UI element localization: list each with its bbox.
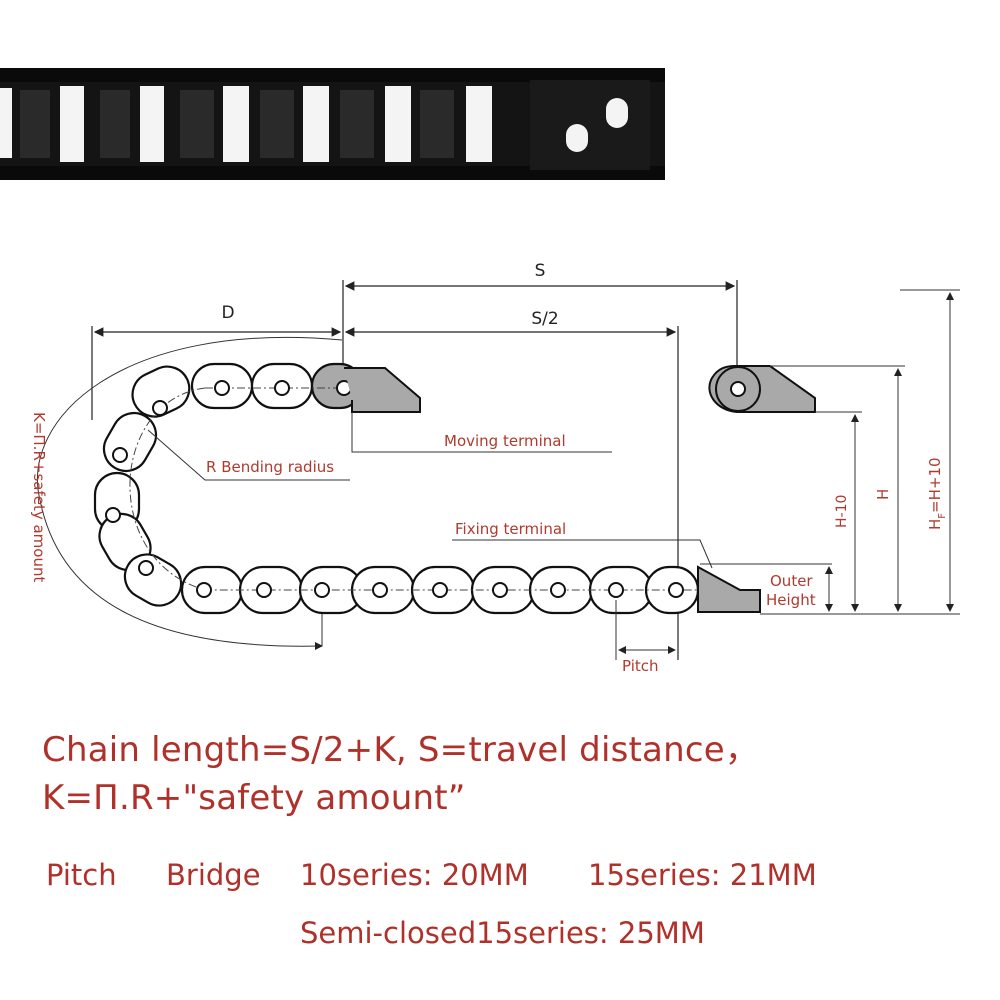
label-h-minus-10: H-10 (834, 495, 850, 528)
label-s-half: S/2 (531, 309, 558, 329)
svg-text:HF=H+10: HF=H+10 (926, 457, 948, 530)
drag-chain-photo (0, 68, 665, 180)
label-fixing-terminal: Fixing terminal (455, 520, 566, 538)
label-hf-rest: =H+10 (926, 457, 944, 513)
formula-line-2: K=Π.R+"safety amount” (42, 778, 466, 818)
label-hf-sub: F (937, 513, 948, 519)
label-h: H (874, 489, 892, 500)
label-s: S (535, 261, 546, 281)
label-bending-radius: R Bending radius (206, 458, 334, 476)
label-pitch: Pitch (622, 657, 659, 675)
label-outer: Outer (770, 572, 813, 590)
spec-semi-closed: Semi-closed15series: 25MM (300, 916, 705, 950)
formula-line-1: Chain length=S/2+K, S=travel distance， (42, 730, 760, 770)
k-arc (37, 336, 343, 647)
label-height: Height (766, 591, 816, 609)
spec-15series: 15series: 21MM (588, 858, 817, 892)
fixing-terminal (697, 565, 761, 613)
moving-terminal (344, 367, 421, 413)
dimension-d (91, 326, 342, 420)
label-moving-terminal: Moving terminal (444, 432, 566, 450)
spec-pitch-label: Pitch (46, 858, 117, 892)
spec-10series: 10series: 20MM (300, 858, 529, 892)
label-d: D (221, 303, 234, 323)
spec-bridge-label: Bridge (166, 858, 261, 892)
pivot-holes (105, 380, 684, 598)
dimension-s (342, 280, 738, 365)
label-hf-main: H (926, 519, 944, 530)
label-k-formula: K=Π.R+safety amount (30, 412, 48, 582)
moving-terminal-detached (708, 365, 816, 413)
drag-chain-diagram: S S/2 D K=Π.R+safety amount (30, 261, 960, 675)
